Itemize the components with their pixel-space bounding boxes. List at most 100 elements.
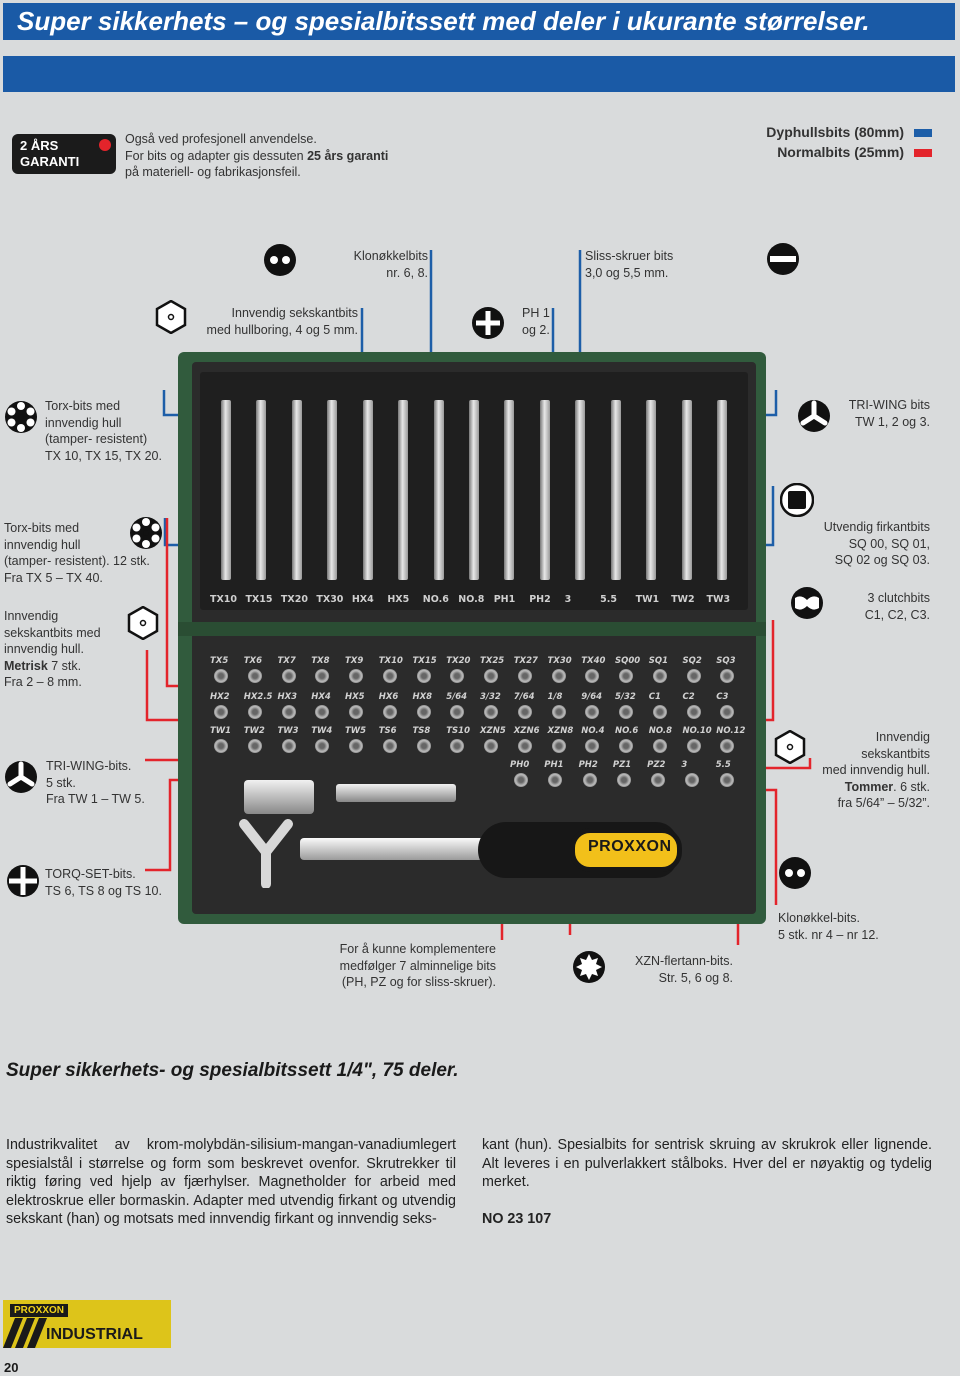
bit-label: HX4 (311, 692, 331, 702)
bit-label: TW5 (345, 726, 367, 736)
hex-socket-icon (155, 300, 187, 334)
bit-label: TX6 (243, 656, 263, 666)
callout-triwing-top: TRI-WING bits TW 1, 2 og 3. (848, 398, 930, 429)
callout-torq: TORQ-SET-bits. TS 6, TS 8 og TS 10. (45, 867, 162, 898)
bit-label: TW1 (210, 726, 232, 736)
page-title: Super sikkerhets – og spesialbitssett me… (3, 3, 955, 40)
product-title: Super sikkerhets- og spesialbitssett 1/4… (6, 1060, 459, 1081)
bit-label: HX5 (345, 692, 365, 702)
callout-klonokkel-top: Klonøkkelbits nr. 6, 8. (353, 249, 428, 280)
bit-label: TW4 (311, 726, 333, 736)
callout-xzn: XZN-flertann-bits. Str. 5, 6 og 8. (635, 954, 733, 985)
torx-icon (5, 401, 37, 433)
long-bit (610, 400, 621, 580)
short-bit (720, 739, 735, 753)
callout-hex-inch: Innvendig sekskantbits med innvendig hul… (822, 730, 930, 810)
short-bit (619, 705, 633, 719)
bit-label: TX9 (345, 656, 364, 666)
long-bit-label: HX4 (351, 594, 374, 605)
callout-sliss: Sliss-skruer bits 3,0 og 5,5 mm. (585, 249, 674, 280)
bit-label: PH1 (544, 760, 564, 770)
bit-label: PZ1 (612, 760, 632, 770)
bit-label: 9/64 (581, 692, 603, 702)
short-bit (247, 669, 262, 683)
long-bit-label: TX15 (245, 594, 273, 605)
long-bit (717, 400, 728, 580)
short-bit (514, 773, 528, 787)
bit-label: SQ3 (716, 656, 736, 666)
short-bit (720, 669, 735, 683)
long-bit (327, 400, 338, 580)
callout-hex-hole: Innvendig sekskantbits med hullboring, 4… (206, 306, 358, 337)
phillips-icon (472, 307, 504, 339)
long-bit (398, 400, 409, 580)
short-bit (585, 739, 600, 753)
long-bit (575, 400, 586, 580)
bit-label: TS8 (412, 726, 431, 736)
long-bit-label: TW2 (671, 594, 695, 605)
short-bit (382, 669, 397, 683)
bit-length-legend: Dyphullsbits (80mm) Normalbits (25mm) (766, 122, 932, 162)
short-bit (484, 705, 498, 719)
long-bit-label: PH2 (529, 594, 551, 605)
bit-label: NO.4 (581, 726, 605, 736)
bit-label: PH0 (510, 760, 530, 770)
clutch-two-hole-icon (264, 244, 296, 276)
bit-label: TX5 (210, 656, 229, 666)
short-bit (349, 739, 363, 753)
long-bit (256, 400, 267, 580)
bit-label: C3 (716, 692, 729, 702)
long-bit-label: TX30 (316, 594, 344, 605)
bit-holder (336, 784, 456, 802)
bit-label: TX7 (277, 656, 296, 666)
bit-label: PH2 (578, 760, 598, 770)
short-bit (416, 739, 431, 753)
bit-label: TS6 (378, 726, 397, 736)
short-bit (551, 669, 566, 683)
bit-label: 3/32 (480, 692, 501, 702)
bit-label: TS10 (446, 726, 470, 736)
short-bit (416, 705, 431, 719)
short-bit (548, 773, 563, 787)
bit-label: HX2.5 (243, 692, 273, 702)
bit-label: NO.8 (648, 726, 673, 736)
logo-stripes (3, 1318, 47, 1348)
bit-label: TX30 (547, 656, 572, 666)
logo-industrial: INDUSTRIAL (46, 1326, 143, 1343)
guarantee-line-1: Også ved profesjonell anvendelse. (125, 132, 317, 146)
long-bit-label: 3 (564, 594, 572, 605)
short-bit (685, 773, 700, 787)
short-bit (281, 669, 296, 683)
short-bit (686, 669, 701, 683)
short-bit (517, 739, 532, 753)
short-bit (719, 773, 734, 787)
short-bit (450, 739, 465, 753)
clutch-icon (791, 587, 823, 619)
short-bit (651, 773, 666, 787)
guarantee-badge: 2 ÅRS GARANTI (12, 134, 116, 174)
bit-label: NO.10 (682, 726, 712, 736)
torq-set-icon (7, 865, 39, 897)
screwdriver-grip (570, 828, 682, 872)
short-bit (686, 705, 701, 719)
bit-label: XZN6 (513, 726, 540, 736)
bit-label: PZ2 (647, 760, 666, 770)
bit-label: XZN5 (480, 726, 506, 736)
xzn-spline-icon (573, 951, 605, 983)
callout-square: Utvendig firkantbits SQ 00, SQ 01, SQ 02… (823, 520, 930, 567)
long-bit (539, 400, 550, 580)
short-bit (382, 705, 397, 719)
screwdriver-shaft (300, 838, 484, 860)
bit-label: 5/32 (615, 692, 636, 702)
red-swatch-icon (914, 149, 932, 158)
logo-brand: PROXXON (10, 1304, 69, 1317)
callout-ph: PH 1 og 2. (522, 306, 550, 337)
long-bit-label: TW1 (635, 594, 660, 605)
long-bit (291, 400, 302, 580)
blue-swatch-icon (914, 129, 932, 138)
short-bit (585, 705, 600, 719)
guarantee-line-2: For bits og adapter gis dessuten 25 års … (125, 148, 389, 163)
bit-label: 5.5 (715, 760, 731, 770)
bit-label: NO.6 (615, 726, 639, 736)
